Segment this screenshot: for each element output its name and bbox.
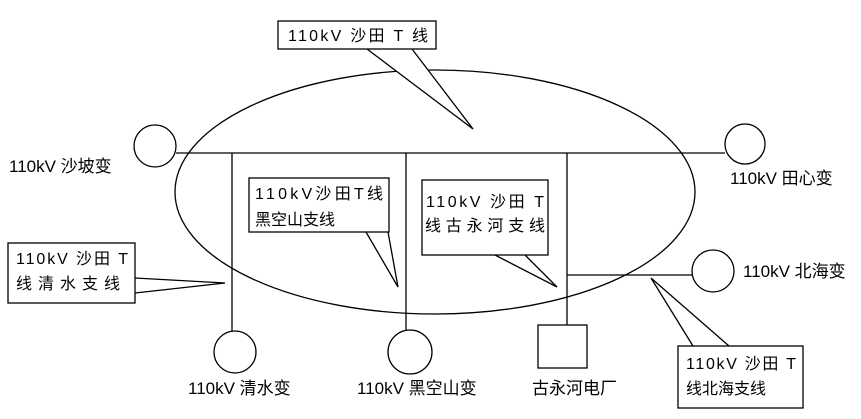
tianxin-substation-node — [724, 123, 766, 165]
qingshui-callout-tail — [134, 277, 226, 294]
main-callout-label: 110kV 沙田 T 线 — [288, 27, 428, 45]
guyonghe-callout-line1: 110kV 沙田 T — [426, 194, 544, 211]
guyonghe-plant-node — [537, 324, 588, 369]
main-callout-tail — [366, 48, 474, 130]
beihai-callout-box — [677, 345, 804, 409]
beihai-callout-tail — [650, 277, 730, 347]
main-callout-box — [277, 20, 437, 50]
beihai-station-label: 110kV 北海变 — [743, 262, 846, 281]
qingshui-callout-line2: 线清水支线 — [16, 275, 120, 293]
heikongshan-station-label: 110kV 黑空山变 — [357, 379, 477, 398]
heikongshan-callout-box — [248, 177, 390, 233]
beihai-callout-line1: 110kV 沙田 T — [686, 356, 796, 373]
qingshui-substation-node — [213, 330, 257, 374]
qingshui-callout-box — [7, 242, 136, 304]
guyonghe-callout-box — [421, 179, 549, 256]
qingshui-station-label: 110kV 清水变 — [188, 379, 291, 398]
guyonghe-plant-label: 古永河电厂 — [532, 379, 617, 398]
beihai-callout-line2: 线北海支线 — [686, 380, 766, 398]
beihai-substation-node — [691, 249, 735, 293]
heikongshan-callout-tail — [365, 231, 399, 288]
heikongshan-substation-node — [387, 329, 433, 375]
heikongshan-callout-line2: 黑空山支线 — [255, 211, 335, 229]
shapo-substation-node — [133, 124, 177, 168]
shapo-station-label: 110kV 沙坡变 — [9, 157, 112, 176]
tianxin-station-label: 110kV 田心变 — [730, 169, 833, 188]
main-ring-ellipse — [174, 69, 696, 315]
guyonghe-callout-tail — [494, 254, 558, 288]
qingshui-callout-line1: 110kV 沙田 T — [16, 251, 128, 268]
